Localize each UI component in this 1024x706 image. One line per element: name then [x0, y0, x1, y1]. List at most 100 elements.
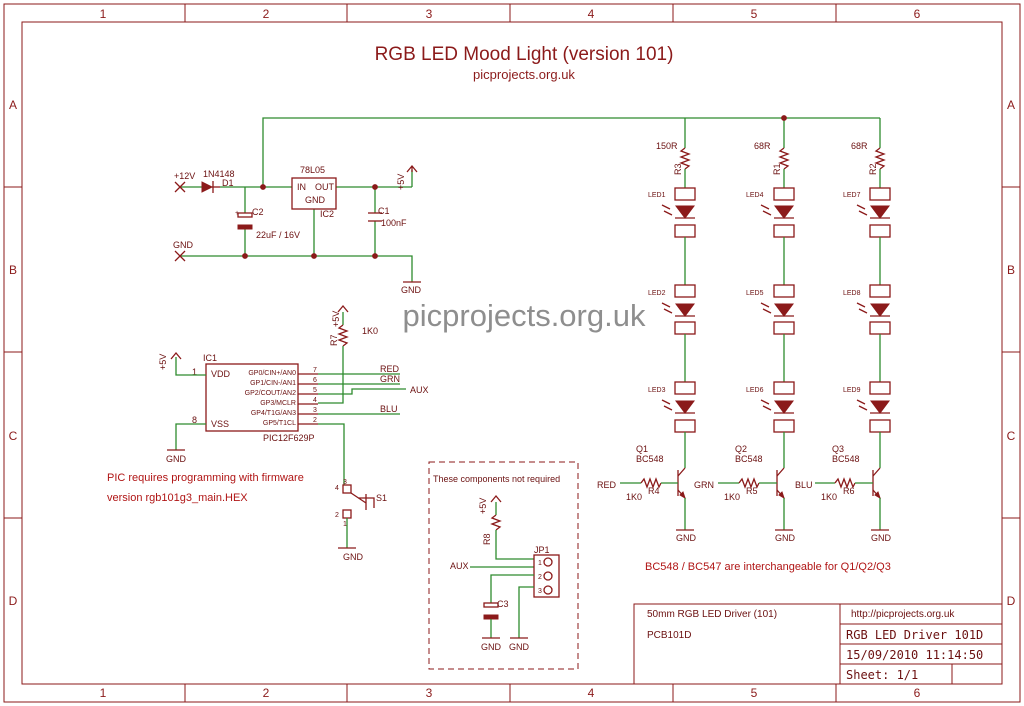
- c3-ref-label: C3: [497, 599, 509, 609]
- ic1-pin-name: GP2/COUT/AN2: [245, 390, 296, 397]
- reg-in-pin: IN: [297, 182, 306, 192]
- d1-part-label: 1N4148: [203, 169, 235, 179]
- reg-part-label: 78L05: [300, 165, 325, 175]
- col-label-top: 3: [426, 7, 433, 21]
- c1-ref-label: C1: [378, 206, 390, 216]
- transistor-ref: Q2: [735, 444, 747, 454]
- base-resistor-value: 1K0: [626, 492, 642, 502]
- ic1-pin-name: GP0/CIN+/AN0: [248, 370, 296, 377]
- r7-plus5v-label: +5V: [331, 311, 341, 327]
- r7-ref-label: R7: [329, 334, 339, 346]
- net-label-grn: GRN: [380, 374, 400, 384]
- col-label-bottom: 4: [588, 686, 595, 700]
- col-label-bottom: 1: [100, 686, 107, 700]
- schematic-subtitle: picprojects.org.uk: [473, 67, 575, 82]
- led-label: LED4: [746, 192, 764, 199]
- s1-gnd-label: GND: [343, 552, 364, 562]
- transistor-ref: Q1: [636, 444, 648, 454]
- s1-ref-label: S1: [376, 493, 387, 503]
- s1-pin-label: 3: [343, 479, 347, 486]
- ic1-pin1-num: 1: [192, 367, 197, 377]
- base-net-label: GRN: [694, 480, 714, 490]
- d1-ref-label: D1: [222, 178, 234, 188]
- jp1-ref-label: JP1: [534, 545, 550, 555]
- gnd-input-label: GND: [173, 240, 194, 250]
- col-label-bottom: 3: [426, 686, 433, 700]
- grid-labels: 1 2 3 4 5 6 1 2 3 4 5 6 A B C D A B C D: [9, 7, 1016, 700]
- resistor-ref: R3: [673, 163, 683, 175]
- channel-gnd-label: GND: [676, 533, 697, 543]
- plus5v-label: +5V: [396, 174, 406, 190]
- ic1-pin-num: 2: [313, 417, 317, 424]
- optional-components: These components not required +5V R8 AUX…: [428, 461, 579, 670]
- base-resistor-ref: R6: [843, 486, 855, 496]
- col-label-top: 2: [263, 7, 270, 21]
- watermark: picprojects.org.uk: [403, 298, 646, 333]
- title-block-url: http://picprojects.org.uk: [851, 609, 955, 620]
- ic1-pin-name: GP5/T1CL: [263, 420, 296, 427]
- title-block-date: 15/09/2010 11:14:50: [846, 648, 983, 662]
- led-label: LED9: [843, 387, 861, 394]
- led-label: LED5: [746, 290, 764, 297]
- s1-pin-label: 2: [335, 512, 339, 519]
- channel-green: 68R R1 LED4 LED5 LED6 Q2 BC548 GRN R5: [694, 115, 796, 543]
- row-label-right: A: [1007, 98, 1015, 112]
- reg-gnd-pin: GND: [305, 195, 326, 205]
- jp1-gnd-label: GND: [509, 642, 530, 652]
- jp1-pin: 2: [538, 574, 542, 581]
- resistor-ref: R2: [868, 163, 878, 175]
- channel-red: 150R R3 LED1 LED2 LED3 Q1 BC548: [597, 118, 697, 543]
- base-net-label: BLU: [795, 480, 813, 490]
- transistor-part: BC548: [832, 454, 860, 464]
- c1-value-label: 100nF: [381, 218, 407, 228]
- ic1-pin-name: GP3/MCLR: [260, 400, 296, 407]
- ic1-plus5v-label: +5V: [158, 354, 168, 370]
- r7-value-label: 1K0: [362, 326, 378, 336]
- schematic-title: RGB LED Mood Light (version 101): [375, 44, 674, 65]
- base-net-label: RED: [597, 480, 617, 490]
- firmware-note-line1: PIC requires programming with firmware: [107, 472, 304, 484]
- col-label-top: 6: [914, 7, 921, 21]
- optional-aux-label: AUX: [450, 561, 469, 571]
- row-label-right: D: [1007, 594, 1016, 608]
- title-block-sheet: Sheet: 1/1: [846, 668, 918, 682]
- base-resistor-value: 1K0: [724, 492, 740, 502]
- ic1-ref-label: IC1: [203, 353, 217, 363]
- led-label: LED7: [843, 192, 861, 199]
- net-label-aux: AUX: [410, 385, 429, 395]
- col-label-top: 1: [100, 7, 107, 21]
- resistor-value: 68R: [754, 141, 771, 151]
- row-label-left: B: [9, 263, 17, 277]
- led-label: LED1: [648, 192, 666, 199]
- col-label-top: 4: [588, 7, 595, 21]
- channel-blue: 68R R2 LED7 LED8 LED9 Q3 BC548 BLU R6: [795, 118, 892, 543]
- ic1-vss-pin: VSS: [211, 419, 229, 429]
- plus12v-label: +12V: [174, 171, 195, 181]
- ic1-pin-num: 5: [313, 387, 317, 394]
- transistor-note: BC548 / BC547 are interchangeable for Q1…: [645, 561, 891, 573]
- title-block-pcb: PCB101D: [647, 630, 691, 641]
- c2-value-label: 22uF / 16V: [256, 230, 300, 240]
- mcu-section: +5V R7 1K0 IC1 PIC12F629P VDD VSS 1 8 +5…: [107, 304, 429, 562]
- ic1-vdd-pin: VDD: [211, 369, 231, 379]
- r8-ref-label: R8: [482, 533, 492, 545]
- reg-ref-label: IC2: [320, 209, 334, 219]
- row-label-left: A: [9, 98, 17, 112]
- ic1-pin8-num: 8: [192, 415, 197, 425]
- resistor-value: 150R: [656, 141, 678, 151]
- row-label-left: C: [9, 429, 18, 443]
- ic1-pin-name: GP1/CIN-/AN1: [250, 380, 296, 387]
- title-block: 50mm RGB LED Driver (101) PCB101D http:/…: [633, 603, 1003, 685]
- transistor-part: BC548: [636, 454, 664, 464]
- col-label-top: 5: [751, 7, 758, 21]
- led-label: LED3: [648, 387, 666, 394]
- led-label: LED8: [843, 290, 861, 297]
- row-label-right: C: [1007, 429, 1016, 443]
- c3-gnd-label: GND: [481, 642, 502, 652]
- transistor-ref: Q3: [832, 444, 844, 454]
- title-block-name: RGB LED Driver 101D: [846, 628, 983, 642]
- ic1-part-label: PIC12F629P: [263, 433, 315, 443]
- net-label-red: RED: [380, 364, 400, 374]
- s1-pin-label: 1: [343, 521, 347, 528]
